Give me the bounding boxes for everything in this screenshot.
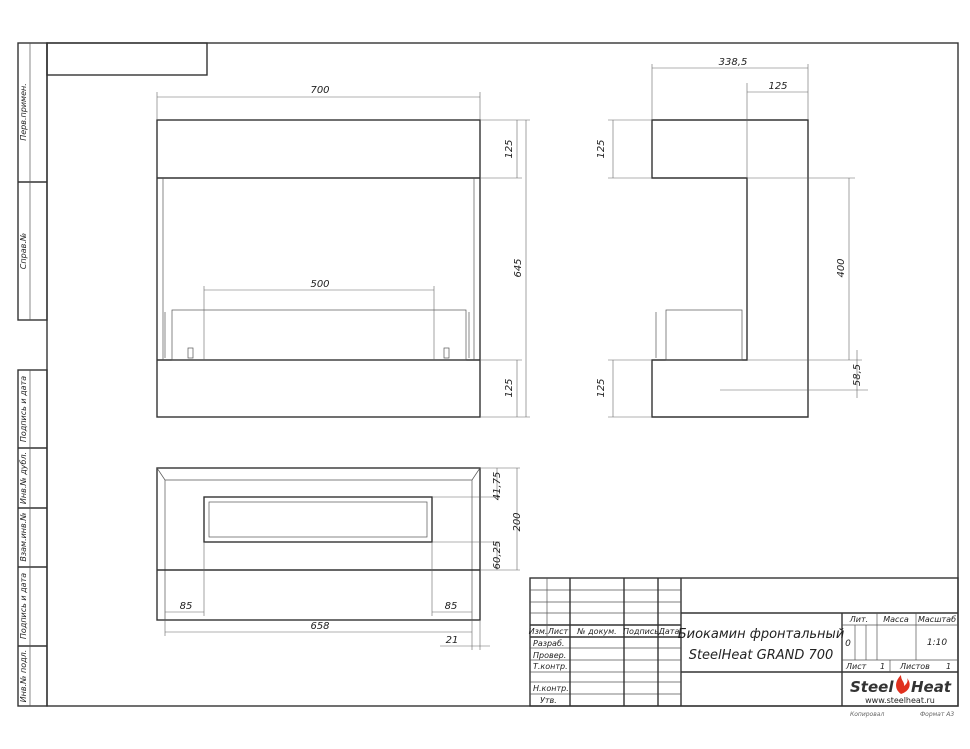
logo-text: Steel — [850, 678, 894, 696]
header-label: Подпись — [623, 627, 659, 636]
dim-d1: 41,75 — [492, 472, 503, 501]
role-label: Разраб. — [533, 639, 564, 648]
side-view: 338,5 125 125 125 400 58,5 — [596, 57, 868, 418]
mass-label: Масса — [883, 615, 909, 624]
front-view: 700 500 125 645 125 — [156, 85, 530, 418]
strip-label: Взам.инв.№ — [19, 512, 28, 561]
dim-opening: 400 — [836, 258, 847, 277]
steelheat-logo: Steel Heat www.steelheat.ru — [850, 675, 952, 705]
strip-label: Подпись и дата — [19, 573, 28, 639]
role-label: Т.контр. — [533, 662, 568, 671]
header-label: Лист — [547, 627, 569, 636]
strip-label: Инв.№ подл. — [19, 650, 28, 703]
top-left-box — [46, 42, 208, 76]
copied-label: Копировал — [850, 711, 884, 718]
dim-top-depth: 125 — [768, 81, 787, 92]
dim-left: 85 — [180, 601, 193, 612]
dim-inner: 500 — [310, 279, 329, 290]
dim-bottom-height: 125 — [596, 378, 607, 397]
strip-label: Справ.№ — [19, 233, 28, 269]
header-label: Дата — [658, 627, 680, 636]
dim-bottom-height: 125 — [504, 378, 515, 397]
title-block: Изм. Лист № докум. Подпись Дата Разраб. … — [529, 577, 959, 718]
sheet-label: Лист — [845, 662, 867, 671]
dim-right: 85 — [445, 601, 458, 612]
drawing-model: SteelHeat GRAND 700 — [689, 648, 834, 663]
dim-edge: 21 — [446, 635, 459, 646]
dim-width: 700 — [310, 85, 329, 96]
lit-label: Лит. — [849, 615, 868, 624]
sheet-value: 1 — [880, 662, 885, 671]
strip-label: Подпись и дата — [19, 376, 28, 442]
header-label: № докум. — [576, 627, 616, 636]
flame-icon — [896, 675, 910, 694]
dim-top-height: 125 — [596, 139, 607, 158]
strip-label: Перв.примен. — [19, 83, 28, 141]
top-view: 41,75 200 60,25 85 85 658 21 — [156, 467, 523, 650]
burner-slot — [203, 496, 433, 543]
dim-top-height: 125 — [504, 139, 515, 158]
format-label: Формат А3 — [920, 711, 954, 718]
sheets-label: Листов — [899, 662, 930, 671]
dim-burner-height: 58,5 — [852, 364, 863, 386]
burner — [171, 309, 467, 361]
website: www.steelheat.ru — [865, 696, 935, 705]
role-label: Провер. — [533, 651, 566, 660]
header-label: Изм. — [529, 627, 548, 636]
scale-value: 1:10 — [927, 638, 947, 648]
dim-height: 645 — [513, 258, 524, 277]
lit-value: 0 — [845, 639, 851, 649]
drawing-title: Биокамин фронтальный — [678, 627, 845, 642]
role-label: Утв. — [540, 696, 557, 705]
dim-d2: 200 — [512, 512, 523, 531]
scale-label: Масштаб — [918, 615, 956, 624]
side-strip: Перв.примен. Справ.№ Подпись и дата Инв.… — [17, 42, 48, 707]
role-label: Н.контр. — [533, 684, 569, 693]
logo-text: Heat — [911, 678, 952, 696]
burner — [665, 309, 743, 361]
dim-depth: 338,5 — [719, 57, 748, 68]
dim-d3: 60,25 — [492, 541, 503, 570]
sheets-value: 1 — [946, 662, 951, 671]
strip-label: Инв.№ дубл. — [19, 452, 28, 504]
dim-length: 658 — [310, 621, 329, 632]
